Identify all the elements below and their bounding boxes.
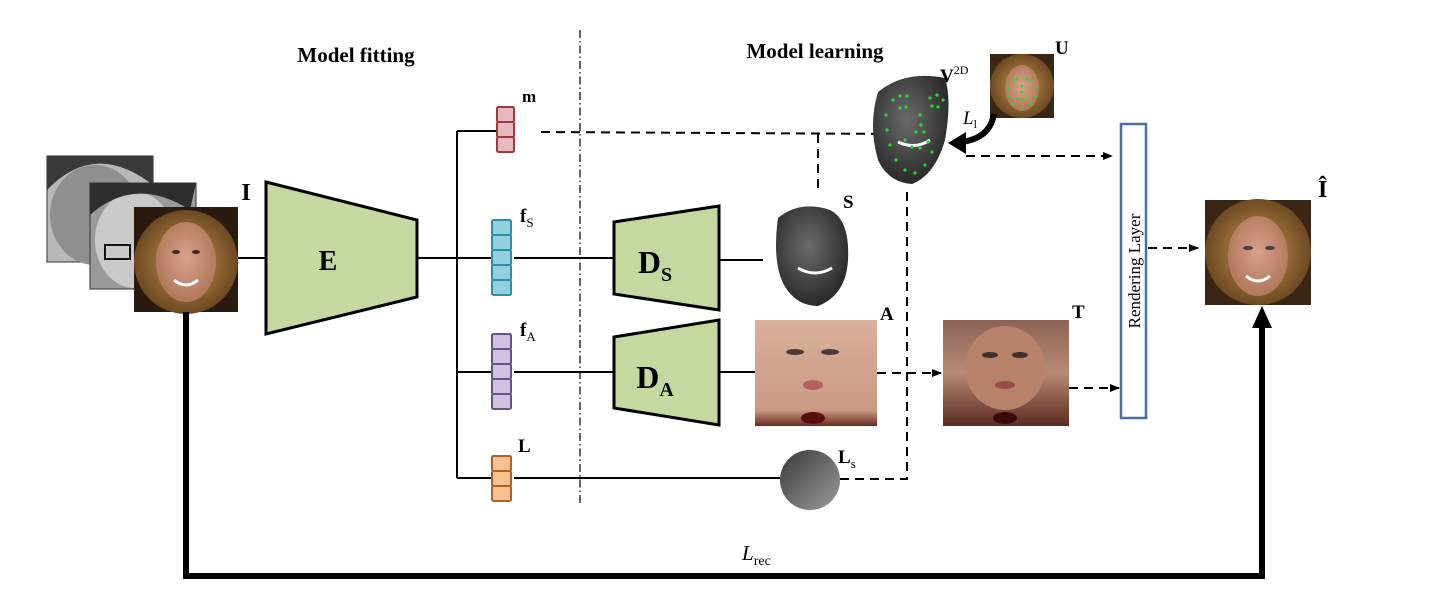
rendering-layer-block xyxy=(1119,122,1148,420)
reconstruction-loss-arrowhead xyxy=(1252,306,1272,328)
input-label: I xyxy=(241,180,250,206)
albedo-image xyxy=(755,320,877,426)
shape-decoder-block xyxy=(612,204,721,312)
latent-cell xyxy=(491,470,512,487)
latent-cell xyxy=(491,333,512,350)
albedo-decoder-block xyxy=(612,318,721,427)
landmark-loss-arrow xyxy=(961,113,997,145)
reconstructed-image xyxy=(1205,199,1311,305)
latent-cell xyxy=(491,363,512,380)
albedo-decoder-label: DA xyxy=(636,359,674,401)
lighting-to-render-path xyxy=(840,187,908,480)
latent-cell xyxy=(496,121,515,138)
input-image-stack xyxy=(46,155,238,314)
latent-l-label: L xyxy=(518,436,531,457)
encoder-label: E xyxy=(319,246,338,277)
latent-vector-fa xyxy=(491,333,512,410)
landmark-loss-arrowhead xyxy=(948,132,966,154)
latent-cell xyxy=(491,219,512,236)
albedo-label: A xyxy=(880,304,894,325)
latent-vector-m xyxy=(496,106,515,153)
rendering-layer-label: Rendering Layer xyxy=(1125,213,1144,328)
latent-cell xyxy=(491,264,512,281)
reconstruction-loss-path xyxy=(183,312,1265,579)
shape-label: S xyxy=(843,192,854,213)
encoder-block xyxy=(264,180,419,336)
landmark-image xyxy=(990,54,1054,118)
model-fitting-title: Model fitting xyxy=(297,43,415,67)
latent-cell xyxy=(491,393,512,410)
reconstruction-label: Î xyxy=(1318,176,1327,203)
latent-vector-l xyxy=(491,455,512,502)
latent-m-label: m xyxy=(522,87,536,106)
texture-label: T xyxy=(1072,302,1085,323)
latent-cell xyxy=(491,378,512,395)
latent-cell xyxy=(496,136,515,153)
model-learning-title: Model learning xyxy=(746,39,884,63)
latent-cell xyxy=(491,485,512,502)
landmark-loss-label: Ll xyxy=(962,108,978,131)
latent-cell xyxy=(491,234,512,251)
latent-fs-label: fS xyxy=(520,206,534,230)
latent-vector-fs xyxy=(491,219,512,296)
latent-cell xyxy=(491,279,512,296)
projected-mesh-image xyxy=(873,75,949,184)
latent-cell xyxy=(491,249,512,266)
shape-decoder-label: DS xyxy=(638,244,672,286)
latent-cell xyxy=(491,455,512,472)
landmark-label: U xyxy=(1055,38,1069,59)
texture-image xyxy=(943,320,1069,426)
input-image-color xyxy=(134,207,238,314)
lighting-sphere xyxy=(780,450,840,510)
reconstruction-loss-label: Lrec xyxy=(741,541,771,569)
latent-cell xyxy=(496,106,515,123)
latent-fa-label: fA xyxy=(520,320,536,344)
shape-mesh-image xyxy=(776,206,849,306)
m-to-v2d-arrow xyxy=(540,129,906,138)
v2d-label: V2D xyxy=(940,63,969,87)
latent-cell xyxy=(491,348,512,365)
lighting-label: Ls xyxy=(838,447,856,471)
